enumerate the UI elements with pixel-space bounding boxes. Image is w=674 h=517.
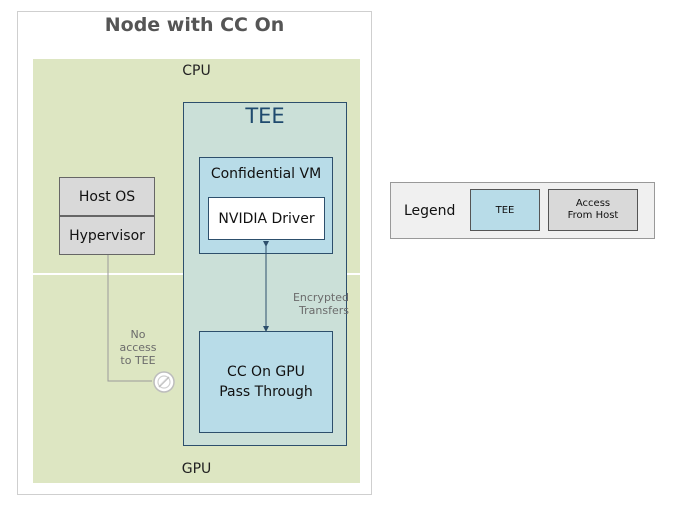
legend-tee-label: TEE (495, 204, 515, 216)
hypervisor-label: Hypervisor (69, 227, 145, 244)
nvidia-driver-label: NVIDIA Driver (218, 210, 315, 227)
legend-tee-swatch: TEE (470, 189, 540, 231)
pass-through-label: Pass Through (219, 384, 313, 400)
legend-title: Legend (404, 203, 456, 219)
encrypted-transfers-note: Encrypted Transfers (265, 291, 349, 317)
legend-host-swatch: Access From Host (548, 189, 638, 231)
legend-host-line-1: Access (575, 198, 611, 209)
no-access-line-1: No (130, 328, 146, 341)
cc-on-gpu-label: CC On GPU (227, 364, 305, 380)
legend-host-line-2: From Host (567, 210, 619, 221)
host-os-label: Host OS (78, 188, 136, 205)
gpu-label: GPU (181, 461, 212, 477)
encrypted-line: Encrypted (292, 291, 349, 304)
hypervisor-box: Hypervisor (59, 216, 155, 255)
cc-on-gpu-box: CC On GPU Pass Through (199, 331, 333, 433)
transfers-line: Transfers (299, 304, 349, 317)
tee-label: TEE (245, 104, 285, 128)
no-access-line-2: access (119, 341, 157, 354)
node-title: Node with CC On (104, 14, 285, 36)
nvidia-driver-box: NVIDIA Driver (208, 197, 325, 240)
no-access-note: No access to TEE (114, 328, 162, 367)
cpu-label: CPU (182, 63, 211, 79)
no-access-line-3: to TEE (120, 354, 156, 367)
confidential-vm-label: Confidential VM (210, 166, 322, 182)
host-os-box: Host OS (59, 177, 155, 216)
